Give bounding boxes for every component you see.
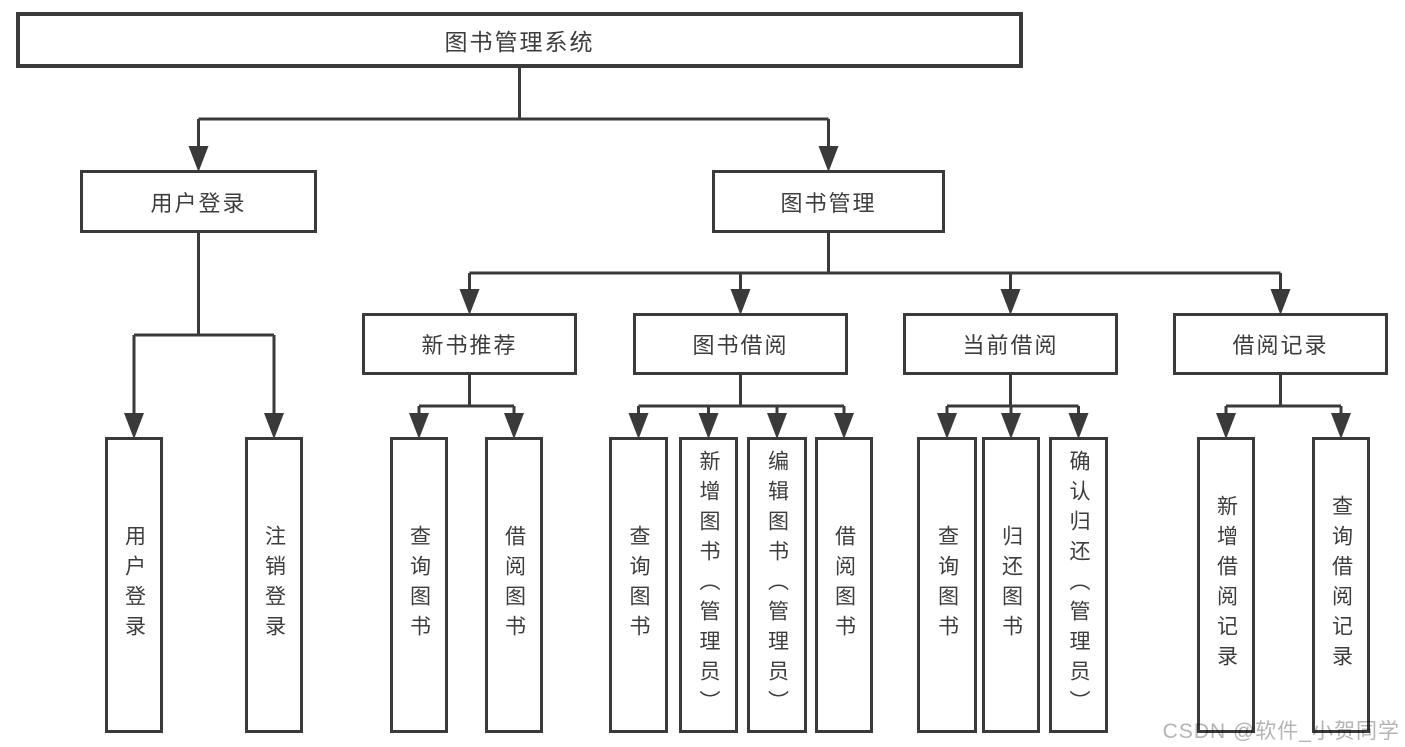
arrowhead-icon — [124, 413, 144, 439]
node-user-login: 用户登录 — [80, 170, 317, 233]
node-label: 确认归还（管理员） — [1067, 450, 1090, 720]
node-label: 归还图书 — [999, 525, 1023, 645]
arrowhead-icon — [834, 413, 854, 439]
node-label: 图书管理系统 — [444, 29, 595, 55]
arrowhead-icon — [409, 413, 429, 439]
node-label: 当前借阅 — [962, 333, 1059, 358]
arrowhead-icon — [767, 413, 787, 439]
node-label: 借阅记录 — [1232, 333, 1329, 358]
node-leaf-query-book-2: 查询图书 — [609, 437, 668, 733]
arrowhead-icon — [628, 413, 649, 439]
node-label: 新增借阅记录 — [1214, 495, 1238, 675]
node-label: 图书管理 — [780, 190, 877, 216]
node-new-book-rec: 新书推荐 — [362, 313, 577, 375]
arrowhead-icon — [188, 146, 209, 172]
arrowhead-icon — [1216, 413, 1236, 439]
arrowhead-icon — [1331, 413, 1351, 439]
arrowhead-icon — [1001, 413, 1021, 439]
node-leaf-return-book: 归还图书 — [982, 437, 1040, 733]
arrowhead-icon — [937, 413, 957, 439]
arrowhead-icon — [504, 413, 524, 439]
node-leaf-borrow-book-1: 借阅图书 — [485, 437, 543, 733]
node-current-borrow: 当前借阅 — [903, 313, 1118, 375]
node-label: 新书推荐 — [421, 333, 518, 358]
node-root: 图书管理系统 — [16, 12, 1023, 68]
node-label: 查询图书 — [407, 525, 431, 645]
node-label: 编辑图书（管理员） — [765, 450, 789, 720]
node-label: 新增图书（管理员） — [697, 450, 720, 720]
arrowhead-icon — [818, 146, 839, 172]
node-leaf-logout: 注销登录 — [245, 437, 303, 733]
node-borrow-records: 借阅记录 — [1173, 313, 1388, 375]
node-label: 查询借阅记录 — [1329, 495, 1353, 675]
node-leaf-query-book-1: 查询图书 — [390, 437, 448, 733]
node-label: 查询图书 — [935, 525, 959, 645]
watermark: CSDN @软件_小贺同学 — [1162, 720, 1400, 743]
arrowhead-icon — [1068, 413, 1089, 439]
node-label: 借阅图书 — [502, 525, 526, 645]
arrowhead-icon — [698, 413, 719, 439]
node-book-borrow: 图书借阅 — [633, 313, 848, 375]
node-book-mgmt: 图书管理 — [712, 170, 945, 233]
arrowhead-icon — [730, 289, 751, 315]
node-label: 用户登录 — [150, 190, 247, 216]
node-label: 图书借阅 — [692, 333, 789, 358]
node-label: 注销登录 — [262, 525, 286, 645]
node-leaf-add-book: 新增图书（管理员） — [679, 437, 738, 733]
node-leaf-borrow-book-2: 借阅图书 — [815, 437, 873, 733]
arrowhead-icon — [1270, 289, 1291, 315]
node-leaf-query-record: 查询借阅记录 — [1312, 437, 1370, 733]
arrowhead-icon — [264, 413, 284, 439]
node-leaf-add-record: 新增借阅记录 — [1197, 437, 1255, 733]
node-label: 用户登录 — [122, 525, 146, 645]
node-leaf-edit-book: 编辑图书（管理员） — [747, 437, 807, 733]
node-leaf-confirm-return: 确认归还（管理员） — [1049, 437, 1108, 733]
node-label: 查询图书 — [627, 525, 650, 645]
node-label: 借阅图书 — [832, 525, 856, 645]
node-leaf-query-book-3: 查询图书 — [917, 437, 977, 733]
arrowhead-icon — [459, 289, 480, 315]
arrowhead-icon — [1000, 289, 1021, 315]
node-leaf-user-login: 用户登录 — [105, 437, 163, 733]
